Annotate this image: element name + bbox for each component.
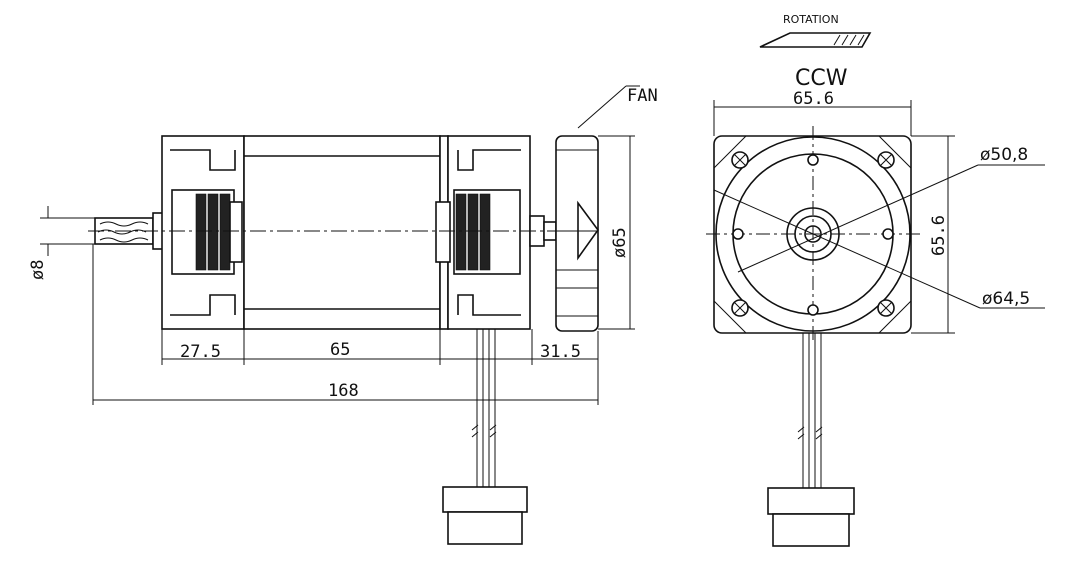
dim-bolt-circle: ø50,8: [980, 145, 1028, 165]
dim-fan-diameter: ø65: [610, 227, 630, 258]
left-winding: [195, 193, 231, 271]
mount-hole-icon: [732, 154, 894, 316]
dim-face-height: 65.6: [929, 215, 949, 256]
side-view: FAN 27.5 65 31.5 168 ø65 ø8: [28, 85, 658, 545]
side-connector: [442, 486, 528, 545]
stator-body: [243, 135, 449, 330]
motor-face: [706, 126, 922, 342]
dim-body-left: 27.5: [180, 342, 221, 362]
dim-face-width: 65.6: [793, 89, 834, 109]
left-end-housing: [161, 135, 245, 330]
front-leads: [797, 333, 823, 488]
front-view: ROTATION CCW: [706, 13, 1045, 547]
front-dimension-lines: [713, 100, 1045, 334]
rotation-label: ROTATION: [783, 13, 839, 26]
fan-label: FAN: [627, 86, 658, 106]
side-leads: [471, 329, 497, 487]
side-dimension-lines: [92, 85, 640, 405]
right-end-housing: [435, 135, 557, 330]
fan: [555, 135, 599, 332]
right-winding: [455, 193, 491, 271]
corner-screw-icon: [731, 151, 895, 317]
direction-label: CCW: [795, 66, 848, 91]
dim-body-right: 31.5: [540, 342, 581, 362]
front-connector: [767, 487, 855, 547]
dim-shaft-diameter: ø8: [28, 260, 48, 280]
rotation-arrow-icon: [759, 32, 872, 48]
dim-outer-circle: ø64,5: [982, 289, 1030, 309]
dim-body-middle: 65: [330, 340, 350, 360]
dim-overall-length: 168: [328, 381, 359, 401]
